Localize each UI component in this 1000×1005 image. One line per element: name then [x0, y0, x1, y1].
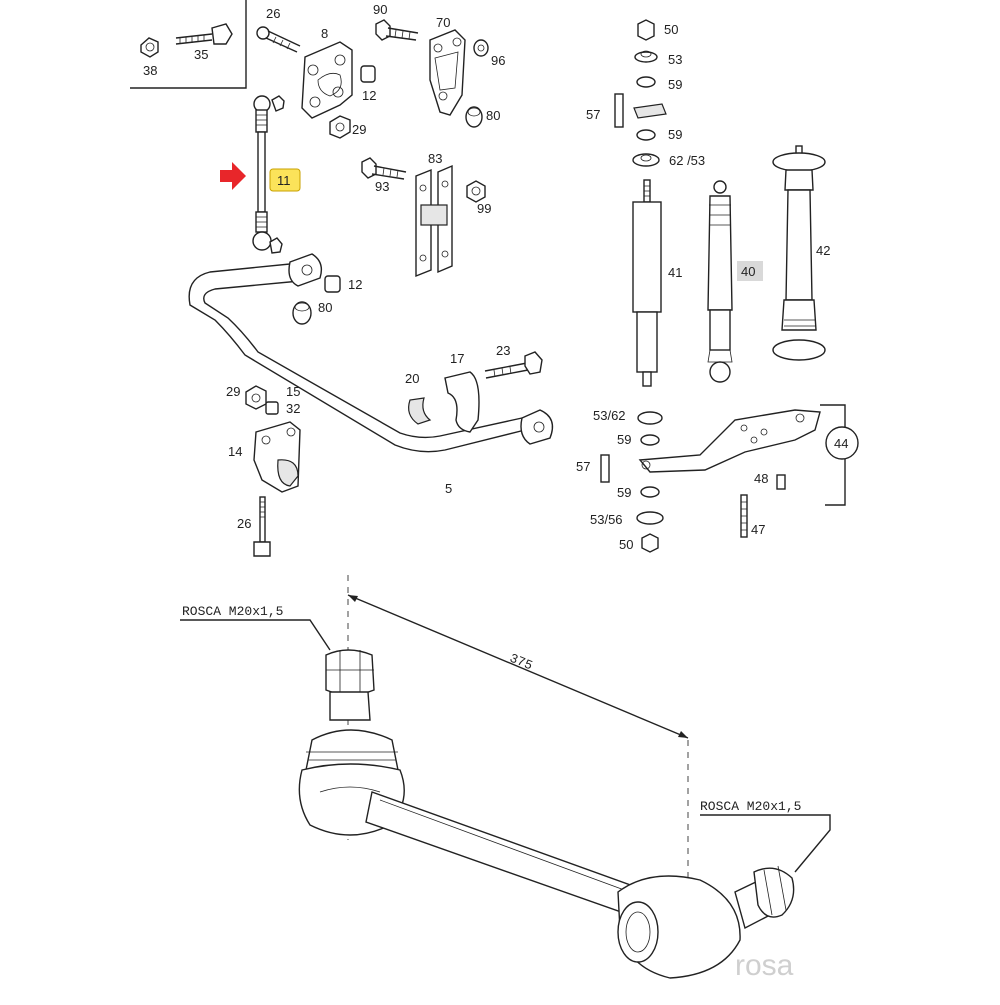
stabilizer-bar-5	[188, 253, 554, 453]
nut-12-top	[360, 65, 376, 83]
label-62-53: 62 /53	[669, 153, 705, 168]
label-50-top: 50	[664, 22, 678, 37]
label-12-top: 12	[362, 88, 376, 103]
label-29-top: 29	[352, 122, 366, 137]
bracket-8	[301, 41, 353, 119]
label-41: 41	[668, 265, 682, 280]
label-29-bottom: 29	[226, 384, 240, 399]
label-40-highlight	[737, 261, 763, 281]
label-8: 8	[321, 26, 328, 41]
part-labels: 26 8 90 70 50 53 59 38 35 12 96 80 29 57…	[143, 2, 848, 552]
label-11: 11	[277, 173, 291, 188]
clamp-17	[444, 371, 480, 433]
nut-29-bottom	[245, 385, 267, 410]
nut-12-mid	[324, 275, 341, 293]
label-83: 83	[428, 151, 442, 166]
label-23: 23	[496, 343, 510, 358]
bolt-26-top	[256, 26, 301, 53]
watermark: rosa	[735, 949, 794, 982]
label-20: 20	[405, 371, 419, 386]
label-53-62: 53/62	[593, 408, 626, 423]
label-26-bottom: 26	[237, 516, 251, 531]
label-59-top: 59	[668, 77, 682, 92]
label-59-third: 59	[617, 432, 631, 447]
label-35: 35	[194, 47, 208, 62]
label-90: 90	[373, 2, 387, 17]
strap-83	[415, 164, 453, 278]
label-38: 38	[143, 63, 157, 78]
bushing-80-top	[465, 106, 483, 128]
label-42: 42	[816, 243, 830, 258]
label-17: 17	[450, 351, 464, 366]
bracket-70	[429, 29, 466, 116]
label-59-second: 59	[668, 127, 682, 142]
nut-96	[473, 39, 489, 57]
thread-spec-top: ROSCA M20x1,5	[182, 604, 283, 619]
label-53-56: 53/56	[590, 512, 623, 527]
label-57-top: 57	[586, 107, 600, 122]
thread-spec-bottom: ROSCA M20x1,5	[700, 799, 801, 814]
label-14: 14	[228, 444, 242, 459]
nut-99	[466, 180, 486, 203]
bolt-26-bottom	[253, 496, 271, 557]
drawing-labels: ROSCA M20x1,5 ROSCA M20x1,5 375 rosa	[182, 604, 801, 982]
red-arrow-indicator	[220, 162, 246, 190]
sleeve-32	[265, 401, 279, 415]
label-53-top: 53	[668, 52, 682, 67]
bracket-14	[253, 421, 301, 493]
nut-29-top	[329, 115, 351, 139]
label-57-bottom: 57	[576, 459, 590, 474]
label-99: 99	[477, 201, 491, 216]
label-80-mid: 80	[318, 300, 332, 315]
label-50-bottom: 50	[619, 537, 633, 552]
label-47: 47	[751, 522, 765, 537]
bolt-90	[375, 19, 419, 41]
dimension-length: 375	[507, 651, 534, 674]
inset-box	[130, 0, 247, 89]
label-59-fourth: 59	[617, 485, 631, 500]
top-stack	[614, 19, 667, 167]
label-12-mid: 12	[348, 277, 362, 292]
label-5: 5	[445, 481, 452, 496]
label-11-highlight	[269, 168, 301, 192]
label-96: 96	[491, 53, 505, 68]
label-32: 32	[286, 401, 300, 416]
bolt-93	[361, 157, 407, 180]
label-44: 44	[834, 436, 848, 451]
shock-absorber-40	[707, 180, 733, 383]
label-93: 93	[375, 179, 389, 194]
bolt-48	[776, 474, 786, 490]
bushing-20	[408, 397, 432, 425]
shock-absorber-41	[632, 179, 662, 387]
bushing-80-mid	[292, 301, 312, 325]
stud-47	[740, 494, 748, 538]
lower-stack	[600, 411, 664, 553]
tie-rod-drawing	[180, 575, 831, 979]
label-80-top: 80	[486, 108, 500, 123]
label-15: 15	[286, 384, 300, 399]
label-48: 48	[754, 471, 768, 486]
air-spring-42	[772, 145, 826, 361]
bolt-23	[484, 351, 543, 379]
label-40: 40	[741, 264, 755, 279]
label-70: 70	[436, 15, 450, 30]
label-26-top: 26	[266, 6, 280, 21]
arm-bracket-44	[638, 404, 859, 506]
link-rod-11	[252, 95, 285, 254]
